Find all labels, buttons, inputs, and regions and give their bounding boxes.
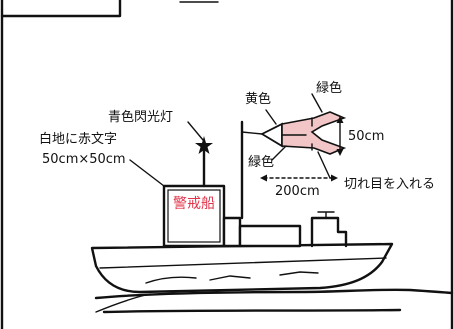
green-top-label: 緑色 — [316, 80, 342, 96]
warning-sign: 警戒船 — [167, 189, 221, 243]
sign-spec-line2: 50cm×50cm — [42, 152, 126, 167]
sign-spec-line1: 白地に赤文字 — [39, 131, 117, 147]
leader-lines — [129, 93, 331, 187]
yellow-label: 黄色 — [245, 91, 271, 107]
mast — [240, 120, 263, 220]
length-label: 200cm — [275, 184, 320, 199]
blue-light-label: 青色閃光灯 — [108, 109, 173, 125]
boat-hull — [90, 242, 394, 313]
height-label: 50cm — [348, 129, 384, 144]
streamer-flag — [260, 111, 347, 155]
cut-label: 切れ目を入れる — [344, 177, 435, 192]
green-bottom-label: 緑色 — [248, 154, 274, 170]
height-dimension — [336, 116, 344, 156]
water-waves — [94, 288, 454, 314]
blue-flashing-light — [195, 136, 213, 188]
length-dimension — [260, 174, 338, 182]
sign-word-text: 警戒船 — [173, 196, 215, 212]
